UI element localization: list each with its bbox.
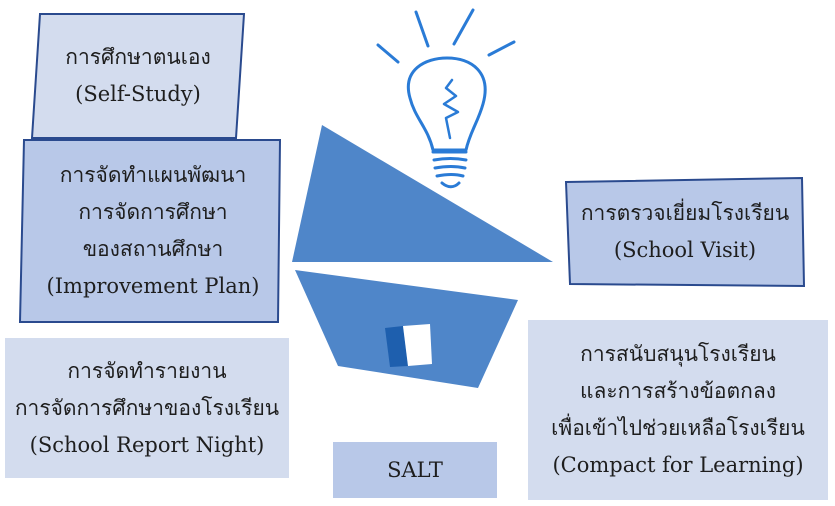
improvement-plan-line-2: การจัดการศึกษา xyxy=(78,200,228,224)
compact-shape xyxy=(528,320,828,500)
report-night-line-2: การจัดการศึกษาของโรงเรียน xyxy=(14,395,280,420)
self-study-title: การศึกษาตนเอง xyxy=(65,45,211,69)
improvement-plan-box: การจัดทำแผนพัฒนา การจัดการศึกษา ของสถานศ… xyxy=(18,138,288,324)
salt-shape xyxy=(333,442,497,498)
compact-line-1: การสนับสนุนโรงเรียน xyxy=(580,342,776,366)
school-visit-title: การตรวจเยี่ยมโรงเรียน xyxy=(580,201,790,225)
compact-line-3: เพื่อเข้าไปช่วยเหลือโรงเรียน xyxy=(551,416,805,440)
self-study-box: การศึกษาตนเอง (Self-Study) xyxy=(30,12,246,140)
compact-subtitle: (Compact for Learning) xyxy=(552,453,804,477)
report-night-box: การจัดทำรายงาน การจัดการศึกษาของโรงเรียน… xyxy=(5,338,289,478)
report-night-line-1: การจัดทำรายงาน xyxy=(67,358,227,383)
salt-box: SALT xyxy=(333,442,497,498)
salt-label: SALT xyxy=(387,457,443,482)
school-visit-subtitle: (School Visit) xyxy=(613,238,757,262)
self-study-subtitle: (Self-Study) xyxy=(75,82,201,106)
compact-box: การสนับสนุนโรงเรียน และการสร้างข้อตกลง เ… xyxy=(528,320,828,500)
improvement-plan-line-3: ของสถานศึกษา xyxy=(82,237,224,261)
light-bulb-icon xyxy=(376,8,516,189)
report-night-subtitle: (School Report Night) xyxy=(29,432,265,457)
self-study-shape xyxy=(30,13,246,139)
improvement-plan-line-1: การจัดทำแผนพัฒนา xyxy=(59,163,247,187)
school-visit-box: การตรวจเยี่ยมโรงเรียน (School Visit) xyxy=(564,176,806,288)
improvement-plan-shape xyxy=(18,139,282,323)
compact-line-2: และการสร้างข้อตกลง xyxy=(579,379,777,403)
house-roof xyxy=(292,125,553,262)
improvement-plan-subtitle: (Improvement Plan) xyxy=(46,274,260,298)
school-visit-shape xyxy=(564,176,806,288)
house-door xyxy=(385,326,408,367)
house-window xyxy=(403,324,432,366)
report-night-shape xyxy=(5,338,289,478)
